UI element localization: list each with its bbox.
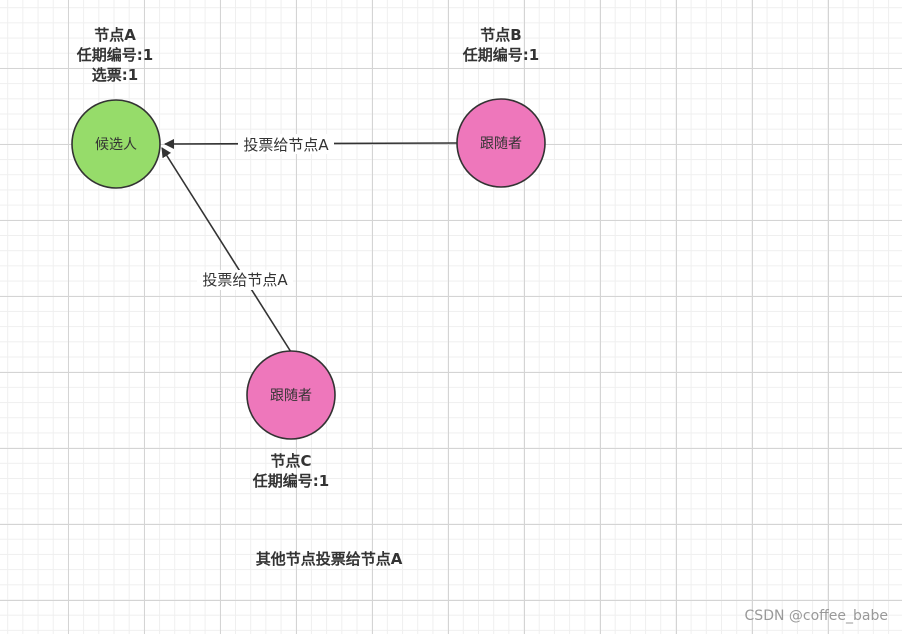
node-b-circle: [456, 98, 546, 188]
node-b-role: 跟随者: [480, 136, 522, 152]
node-c-title: 节点C: [270, 452, 311, 470]
edge-c-to-a-line: [161, 147, 292, 353]
diagram-caption: 其他节点投票给节点A: [256, 550, 403, 568]
node-a-votes: 选票:1: [92, 66, 138, 84]
node-b-title: 节点B: [480, 26, 521, 44]
node-a-term: 任期编号:1: [76, 46, 153, 64]
node-b: 跟随者 节点B 任期编号:1: [456, 26, 546, 188]
edge-b-to-a: 投票给节点A: [164, 134, 458, 154]
node-c-role: 跟随者: [270, 388, 312, 404]
edge-c-to-a: 投票给节点A: [161, 147, 293, 353]
node-b-term: 任期编号:1: [462, 46, 539, 64]
node-c-term: 任期编号:1: [252, 472, 329, 490]
watermark: CSDN @coffee_babe: [744, 608, 888, 624]
edge-c-to-a-label-bg: [197, 270, 293, 290]
node-a-title: 节点A: [94, 26, 136, 44]
node-a-circle: [71, 99, 161, 189]
node-a-role: 候选人: [95, 137, 137, 153]
node-c-circle: [246, 350, 336, 440]
node-a: 候选人 节点A 任期编号:1 选票:1: [71, 26, 161, 189]
edge-c-to-a-label: 投票给节点A: [202, 271, 288, 289]
edge-b-to-a-label: 投票给节点A: [243, 136, 329, 154]
node-c: 跟随者 节点C 任期编号:1: [246, 350, 336, 490]
edge-b-to-a-label-bg: [238, 134, 334, 154]
